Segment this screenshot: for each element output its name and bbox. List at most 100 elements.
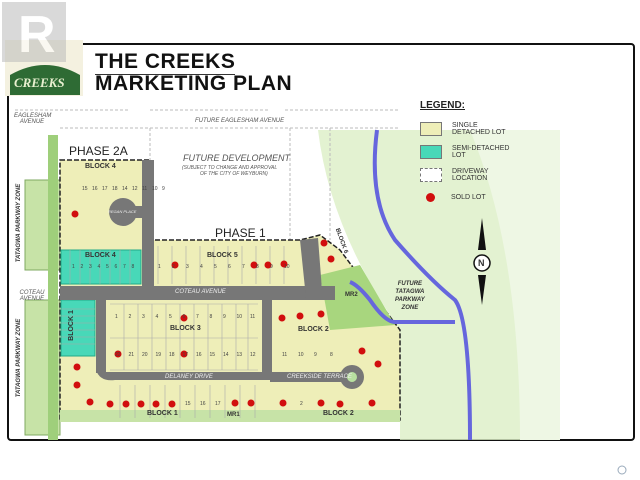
sold-lot <box>358 347 366 355</box>
lot-number: 6 <box>183 314 186 320</box>
mr1-strip <box>60 410 400 422</box>
lot-number: 12 <box>132 186 138 192</box>
semi-detached-block1 <box>60 299 96 357</box>
lot-number: 18 <box>169 352 175 358</box>
roundabout-island <box>347 372 357 382</box>
sold-lot <box>317 399 325 407</box>
block-1-semi-label: BLOCK 1 <box>67 310 75 341</box>
creek-branch <box>349 280 455 324</box>
future-eaglesham-label: FUTURE EAGLESHAM AVENUE <box>195 118 285 124</box>
lot-number: 14 <box>223 352 229 358</box>
legend-label: SOLD LOT <box>451 194 486 201</box>
lot-number: 22 <box>115 352 121 358</box>
sold-lot-swatch <box>426 193 435 202</box>
lot-number: 13 <box>237 352 243 358</box>
lot-number: 5 <box>106 264 109 270</box>
lot-number: 11 <box>282 352 287 358</box>
sold-lot <box>368 399 376 407</box>
creekside-terrace-label: CREEKSIDE TERRACE <box>287 374 353 380</box>
lot-number: 12 <box>250 352 256 358</box>
lot-number: 4 <box>200 264 203 270</box>
lot-number: 16 <box>200 401 206 407</box>
future-development-note: (SUBJECT TO CHANGE AND APPROVAL <box>182 165 278 171</box>
logo-text: CREEKS <box>14 75 65 90</box>
lot-number: 8 <box>132 264 135 270</box>
future-roads <box>15 109 400 240</box>
sold-lot <box>278 314 286 322</box>
lot-number: 4 <box>98 264 101 270</box>
phase-1-label: PHASE 1 <box>215 226 266 240</box>
regan-place-label: REGAN PLACE <box>108 209 137 214</box>
legend-heading: LEGEND: <box>420 100 465 111</box>
sold-lot-markers <box>71 210 382 408</box>
legend-label: SINGLE <box>452 121 478 129</box>
sold-lot <box>320 239 328 247</box>
lot-number: 1 <box>72 264 75 270</box>
sold-lot <box>280 260 288 268</box>
block-4-semi-label: BLOCK 4 <box>85 252 116 259</box>
sold-lot <box>317 310 325 318</box>
mr1-label: MR1 <box>227 412 240 418</box>
lot-number: 17 <box>183 352 189 358</box>
lot-number: 19 <box>156 352 162 358</box>
lot-number: 17 <box>102 186 108 192</box>
lot-number: 3 <box>89 264 92 270</box>
mr2-park <box>320 265 395 330</box>
park-fade <box>470 130 560 440</box>
sold-lot <box>122 400 130 408</box>
lot-number: 1 <box>158 264 161 270</box>
lot-number: 18 <box>112 186 118 192</box>
block-5-label: BLOCK 5 <box>207 252 238 259</box>
lot-number: 10 <box>298 352 304 358</box>
legend-sold-lot: SOLD LOT <box>420 186 509 209</box>
lot-number: 20 <box>142 352 148 358</box>
block-4-top-label: BLOCK 4 <box>85 163 116 170</box>
coteau-avenue-label: COTEAU AVENUE <box>175 289 226 295</box>
sold-lot <box>137 400 145 408</box>
lot-number: 2 <box>172 264 175 270</box>
parkway-path <box>48 135 58 440</box>
future-development-note: OF THE CITY OF WEYBURN) <box>200 171 268 177</box>
svg-text:R: R <box>18 6 56 64</box>
semi-detached-swatch <box>420 144 442 159</box>
tatagwa-zone-label: TATAGWA PARKWAY ZONE <box>16 183 23 263</box>
lot-number: 9 <box>314 352 317 358</box>
sold-lot <box>152 400 160 408</box>
legend-label: LOT <box>452 151 466 159</box>
lot-number: 17 <box>215 401 221 407</box>
eaglesham-avenue-label: EAGLESHAM AVENUE <box>14 113 52 125</box>
lot-number: 4 <box>156 314 159 320</box>
sold-lot <box>73 381 81 389</box>
lot-number: 3 <box>142 314 145 320</box>
lot-number: 1 <box>115 314 118 320</box>
north-label: N <box>478 258 485 268</box>
lot-number: 14 <box>122 186 128 192</box>
sold-lot <box>180 314 188 322</box>
sold-lot <box>73 363 81 371</box>
lot-number: 7 <box>196 314 199 320</box>
lot-number: 15 <box>210 352 216 358</box>
lot-number: 9 <box>270 264 273 270</box>
block-2-mid-label: BLOCK 2 <box>298 326 329 333</box>
semi-detached-block4 <box>60 249 142 285</box>
lot-number: 3 <box>186 264 189 270</box>
legend-label: LOCATION <box>452 174 488 182</box>
sold-lot <box>336 400 344 408</box>
lot-number: 2 <box>300 401 303 407</box>
delaney-drive-label: DELANEY DRIVE <box>165 374 213 380</box>
lot-number: 6 <box>115 264 118 270</box>
lot-number: 6 <box>228 264 231 270</box>
lot-number: 15 <box>185 401 191 407</box>
sold-lot <box>168 400 176 408</box>
sold-lot <box>279 399 287 407</box>
sold-lot <box>114 350 122 358</box>
lot-number: 5 <box>169 314 172 320</box>
lot-number: 7 <box>123 264 126 270</box>
lot-number: 8 <box>256 264 259 270</box>
sold-lot <box>106 400 114 408</box>
title-line-2: MARKETING PLAN <box>95 72 293 95</box>
lot-number: 16 <box>196 352 202 358</box>
